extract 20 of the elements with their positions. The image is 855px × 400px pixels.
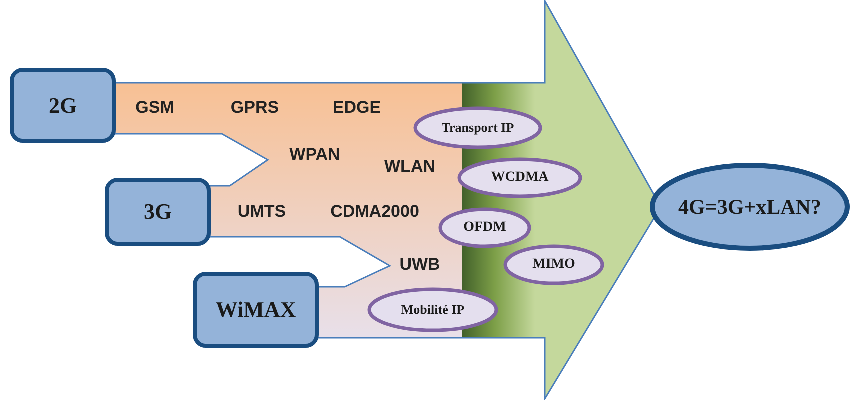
technology-label: GSM <box>136 98 174 118</box>
technology-label: WPAN <box>290 145 340 165</box>
node-label: OFDM <box>464 220 506 236</box>
node-label: Transport IP <box>442 121 514 135</box>
technology-label: EDGE <box>332 98 382 118</box>
node-label: WCDMA <box>491 170 549 186</box>
technology-label: WLAN <box>384 157 436 177</box>
rounded-box <box>193 272 319 348</box>
rounded-box <box>105 178 211 246</box>
rounded-box <box>10 68 116 143</box>
node-label: WiMAX <box>216 298 296 322</box>
node-label: 4G=3G+xLAN? <box>678 196 822 218</box>
node-label: Mobilité IP <box>401 303 465 317</box>
node-label: MIMO <box>532 258 576 272</box>
node-label: 3G <box>144 200 172 224</box>
node-label: 2G <box>48 94 78 118</box>
technology-label: GPRS <box>230 98 280 118</box>
technology-label: CDMA2000 <box>330 202 420 222</box>
technology-label: UMTS <box>238 202 286 222</box>
technology-label: UWB <box>400 255 440 275</box>
